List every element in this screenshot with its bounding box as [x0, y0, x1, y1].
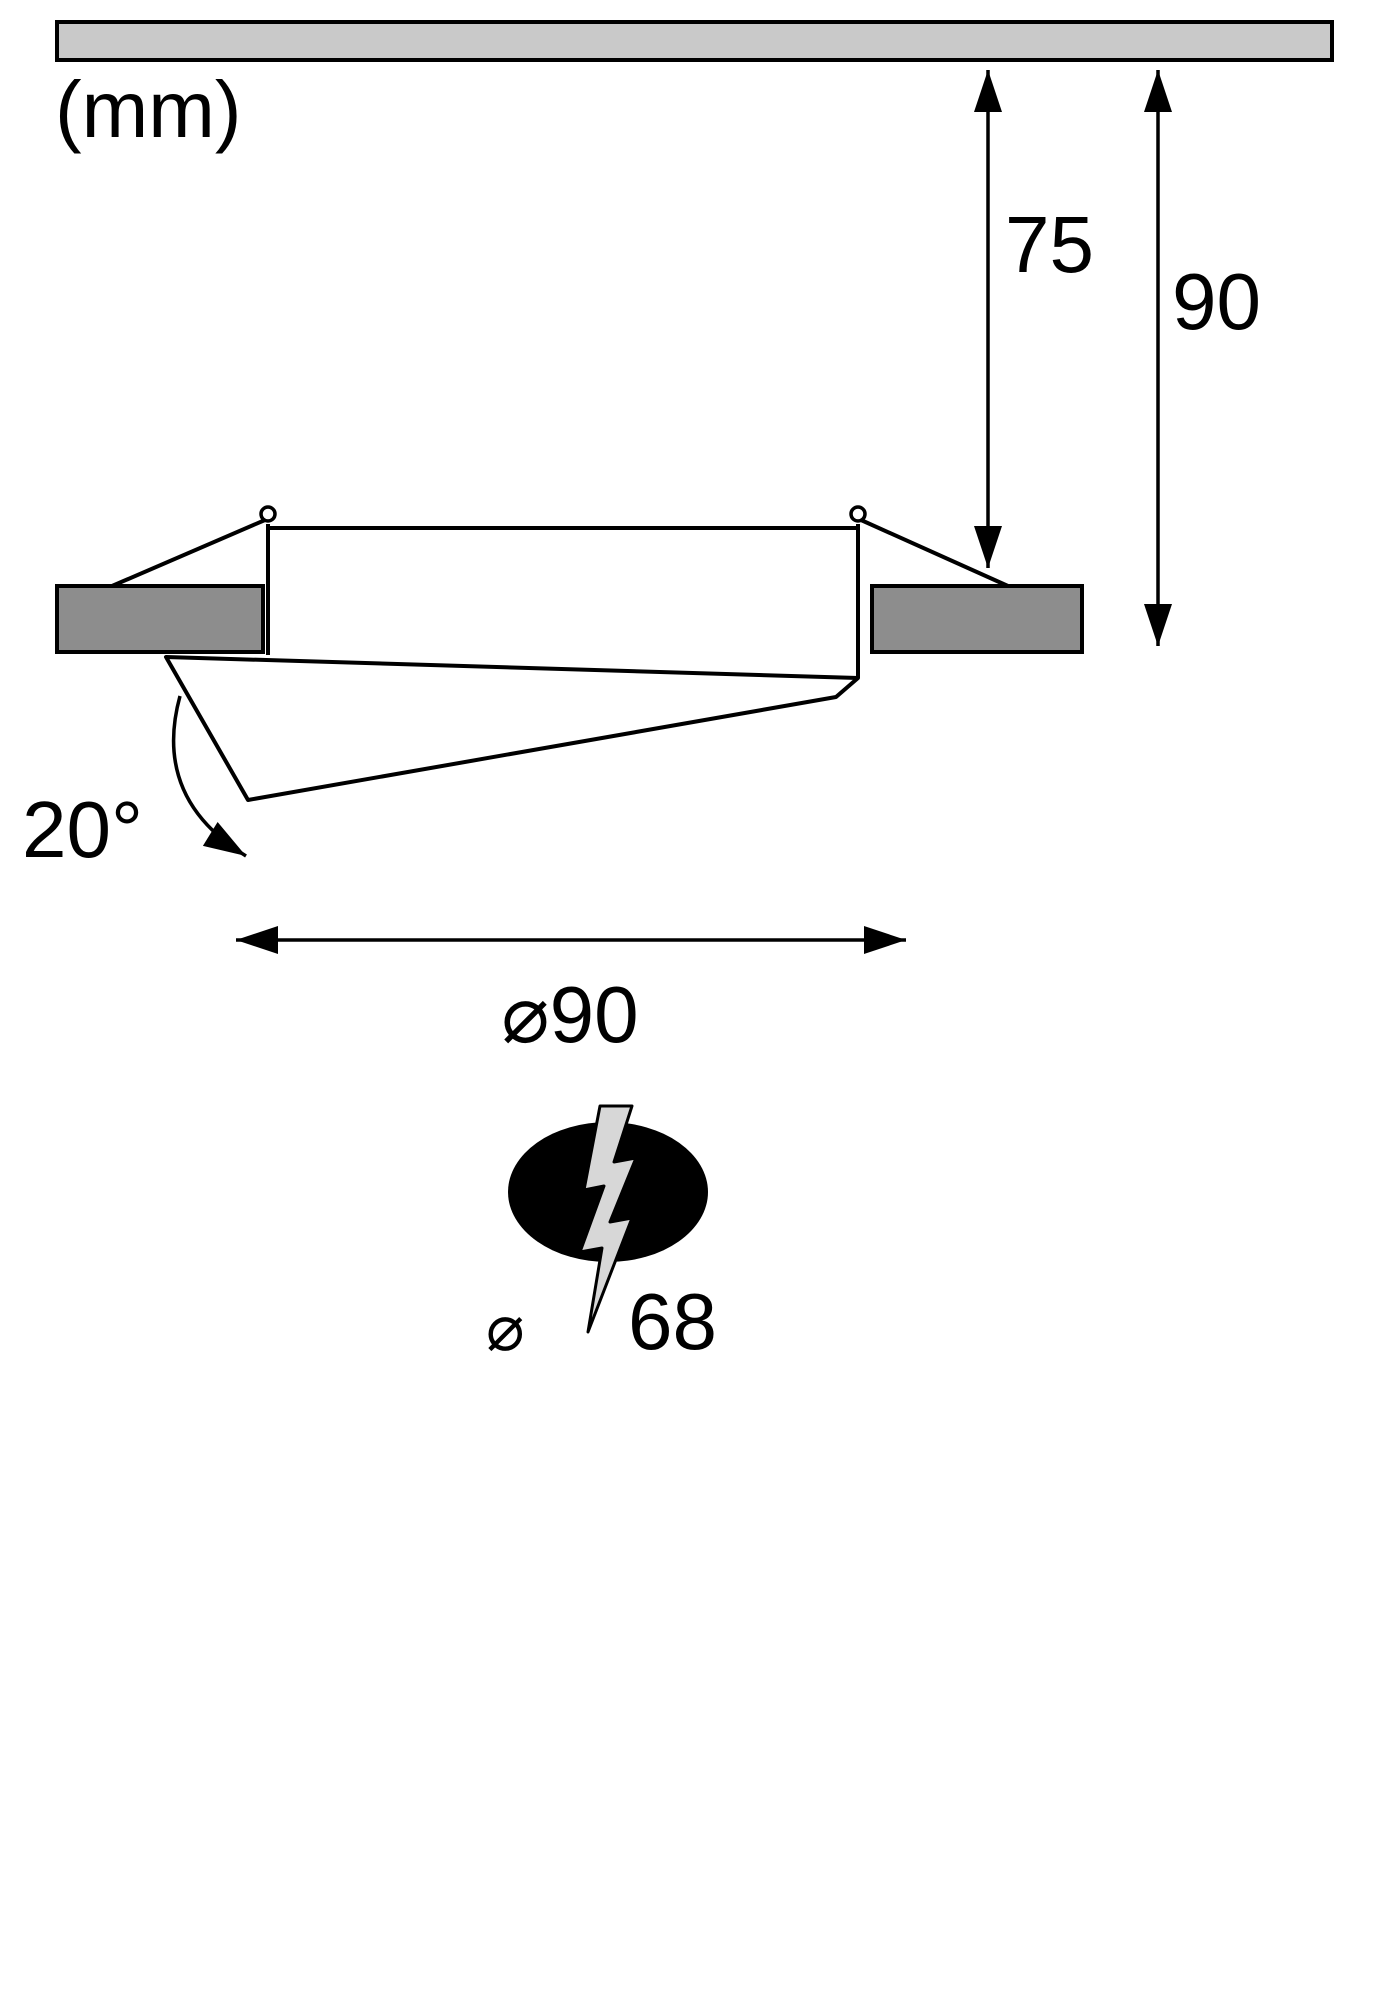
spring-left	[111, 518, 266, 588]
spring-right	[860, 518, 1009, 588]
tilt-angle-label: 20°	[22, 785, 143, 874]
unit-label: (mm)	[55, 65, 242, 154]
tilted-lamp-body	[164, 655, 860, 802]
cutout-diameter-symbol: ⌀	[486, 1292, 525, 1364]
dim-90-label: 90	[1172, 257, 1261, 346]
lightning-bolt-icon	[578, 1104, 638, 1334]
outer-diameter-label: ⌀90	[501, 970, 639, 1059]
fixture-left-flange	[55, 584, 265, 654]
cutout-diameter-value: 68	[628, 1277, 717, 1366]
ceiling-bar	[55, 20, 1334, 62]
pivot-right	[849, 505, 867, 523]
dim-75-label: 75	[1005, 200, 1094, 289]
tilt-arc-arrow	[171, 695, 247, 858]
pivot-left	[259, 505, 277, 523]
fixture-right-flange	[870, 584, 1084, 654]
